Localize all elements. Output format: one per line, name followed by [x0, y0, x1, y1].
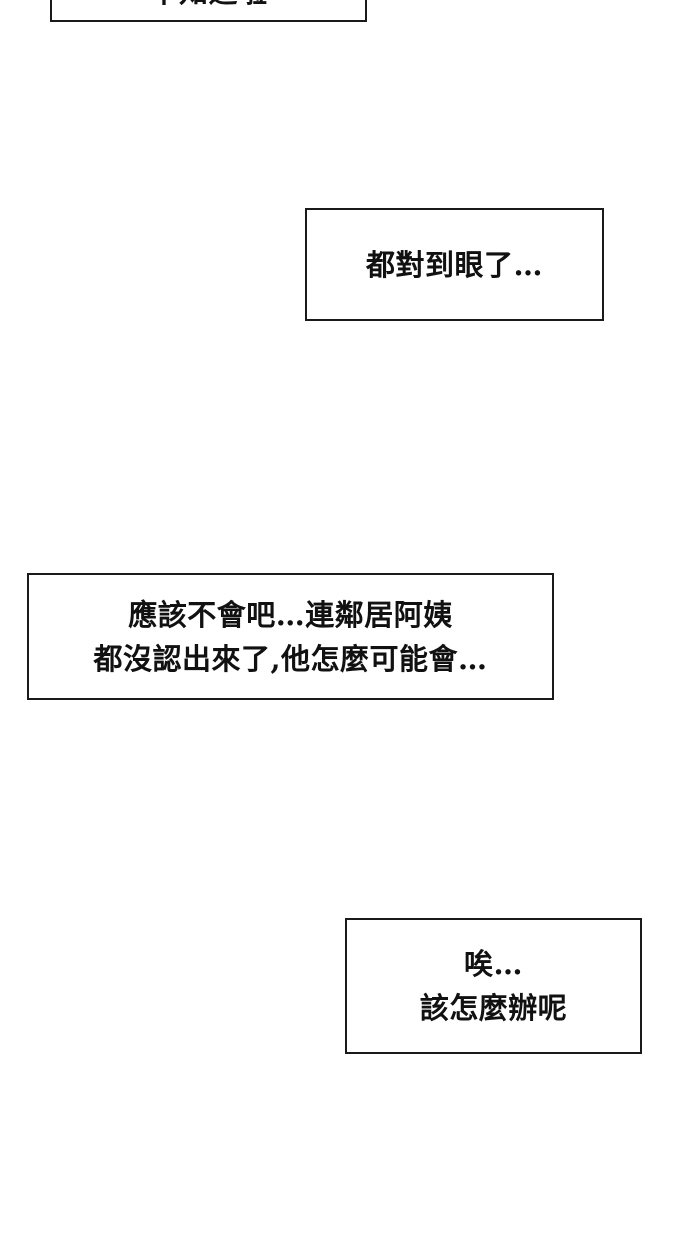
caption-box-4: 唉… 該怎麼辦呢	[345, 918, 642, 1054]
caption-3-line-2: 都沒認出來了,他怎麼可能會…	[93, 641, 488, 676]
caption-2-line-1: 都對到眼了…	[365, 247, 543, 282]
caption-4-line-1: 唉…	[463, 947, 523, 981]
caption-box-3: 應該不會吧…連鄰居阿姨 都沒認出來了,他怎麼可能會…	[27, 573, 554, 700]
caption-box-2: 都對到眼了…	[305, 208, 604, 321]
caption-3-line-1: 應該不會吧…連鄰居阿姨	[128, 597, 453, 632]
caption-box-1: 不知道啦	[50, 0, 367, 22]
caption-4-line-2: 該怎麼辦呢	[419, 991, 568, 1025]
caption-1-line-1: 不知道啦	[149, 0, 267, 14]
